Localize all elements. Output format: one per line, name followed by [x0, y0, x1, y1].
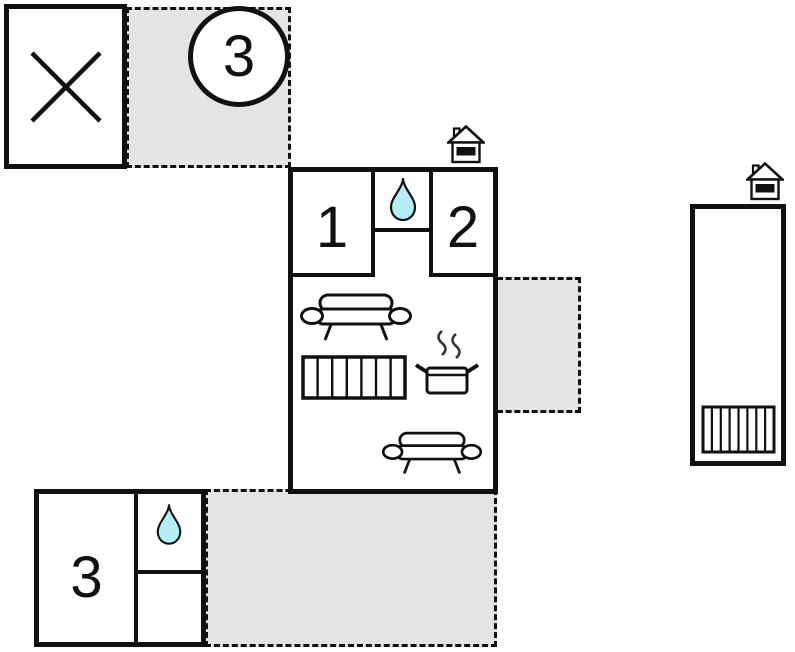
sofa-icon — [299, 286, 413, 344]
house-entrance-icon — [744, 161, 786, 202]
bathroom-niche — [375, 172, 430, 232]
water-drop-icon — [389, 177, 416, 222]
unit-3: 3 — [34, 489, 206, 647]
room-3-label: 3 — [70, 545, 103, 610]
room-1-label: 1 — [315, 194, 349, 260]
x-mark-icon — [29, 50, 102, 123]
interior-wall — [138, 570, 201, 574]
room-2-label: 2 — [446, 194, 480, 260]
house-entrance-icon — [445, 124, 487, 165]
room-3: 3 — [39, 494, 134, 642]
terrace-bottom — [205, 489, 497, 647]
annex-building — [690, 204, 786, 466]
terrace-side — [497, 277, 581, 413]
sofa-icon — [381, 425, 483, 477]
water-drop-icon — [154, 502, 184, 546]
unit-number-badge: 3 — [188, 6, 290, 107]
storage-room — [4, 4, 127, 169]
unit-number-label: 3 — [222, 23, 256, 89]
room-2: 2 — [429, 172, 493, 277]
room-1: 1 — [293, 172, 375, 277]
main-unit: 1 2 — [288, 167, 498, 494]
interior-wall — [134, 494, 138, 642]
radiator-icon — [301, 355, 407, 400]
radiator-icon — [701, 405, 776, 454]
stove-steam-icon — [411, 328, 483, 404]
